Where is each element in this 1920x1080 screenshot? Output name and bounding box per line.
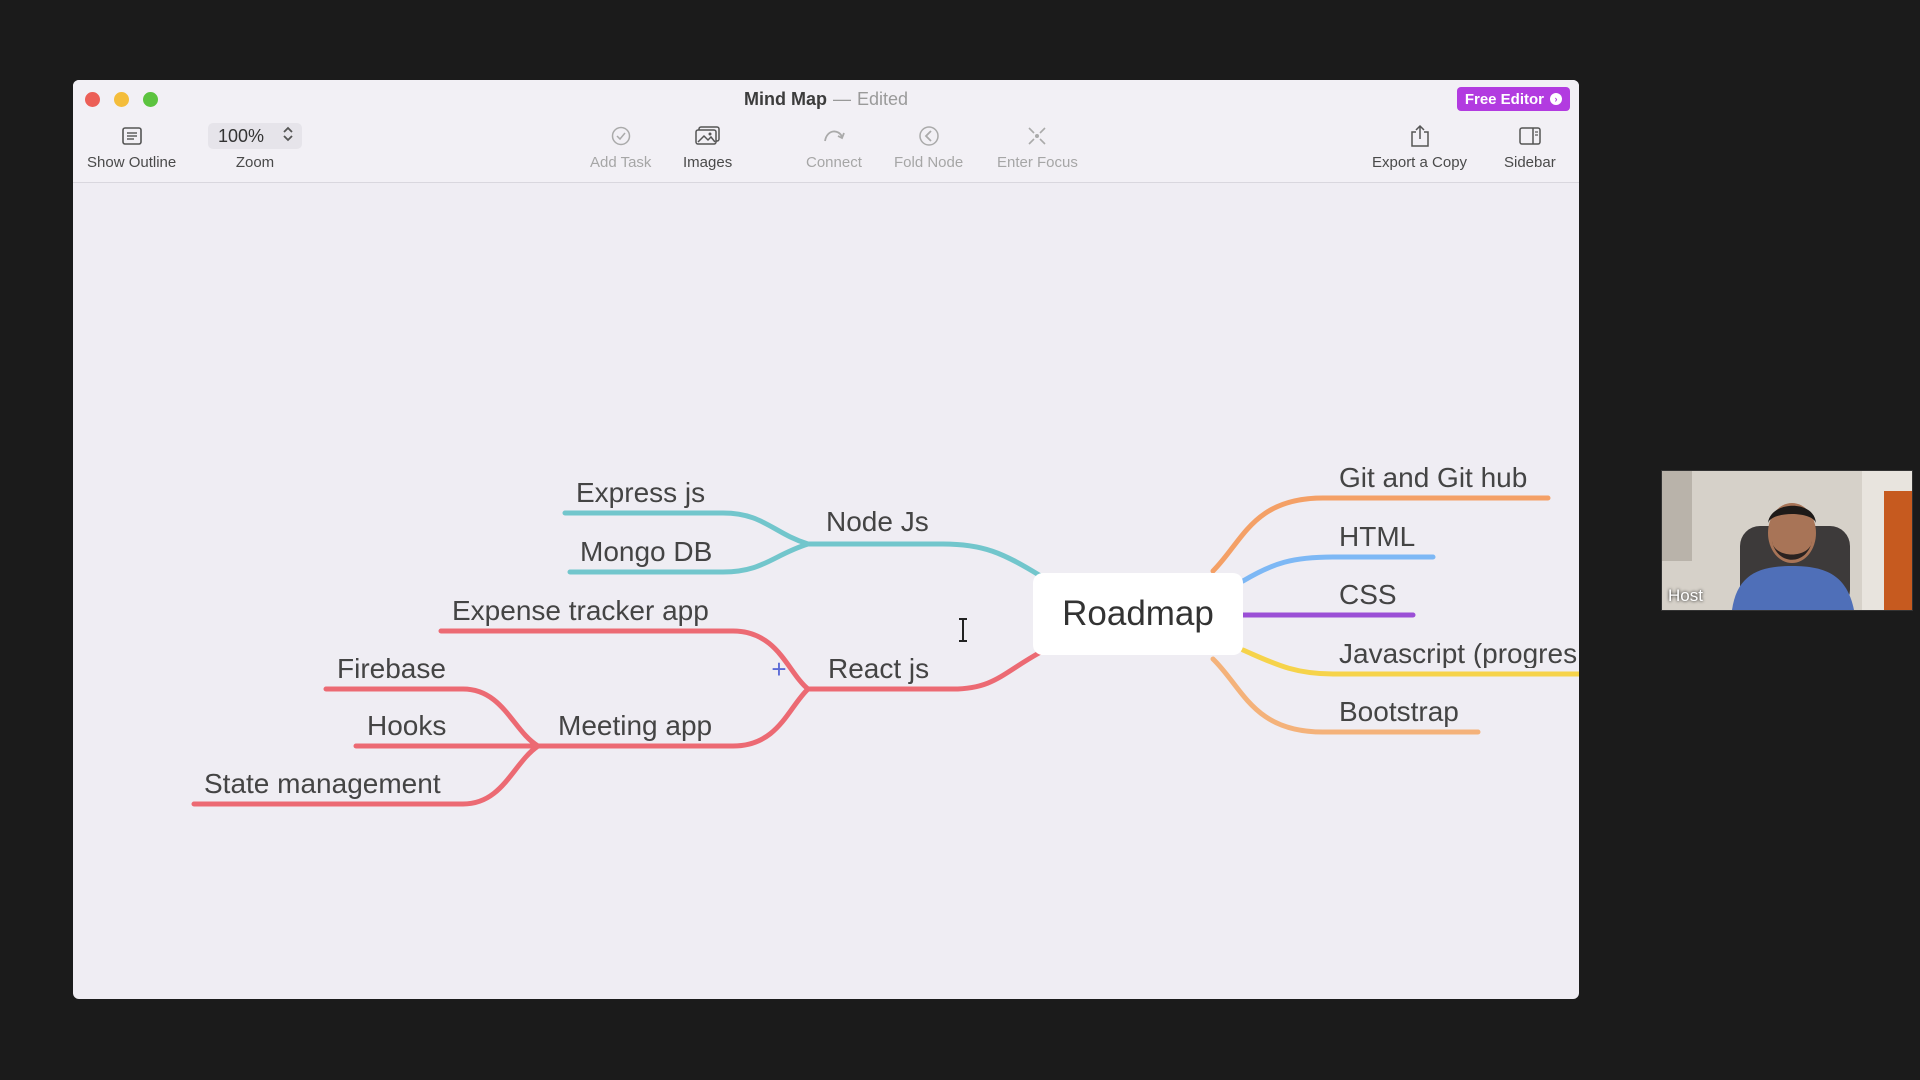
edge-node-js-mongo-db (567, 541, 811, 575)
node-html[interactable]: HTML (1339, 521, 1416, 552)
edge-root-git (1210, 495, 1551, 574)
zoom-stepper-icon[interactable] (282, 125, 294, 148)
node-firebase[interactable]: Firebase (337, 653, 446, 684)
enter-focus-icon (1026, 124, 1048, 148)
images-label: Images (683, 154, 733, 171)
toolbar: Mind Map—Edited Free Editor › Show Outli… (73, 80, 1579, 183)
edge-root-react-js (805, 650, 1042, 692)
show-outline-button[interactable]: Show Outline (87, 124, 176, 171)
node-meeting-app[interactable]: Meeting app (558, 710, 713, 741)
document-name: Mind Map (743, 89, 827, 109)
export-copy-label: Export a Copy (1372, 154, 1468, 171)
free-editor-button[interactable]: Free Editor › (1456, 87, 1570, 111)
add-task-icon (611, 124, 631, 148)
edge-root-bootstrap (1210, 656, 1481, 735)
edge-node-js-express-js (562, 510, 811, 547)
close-window-button[interactable] (85, 92, 100, 107)
window-title: Mind Map—Edited (73, 89, 1579, 110)
images-icon (694, 124, 721, 148)
sidebar-icon (1519, 124, 1541, 148)
fold-node-button[interactable]: Fold Node (894, 124, 963, 171)
sidebar-toggle-button[interactable]: Sidebar (1504, 124, 1556, 171)
edge-react-js-expense-tracker (438, 628, 811, 692)
node-hooks[interactable]: Hooks (367, 710, 447, 741)
enter-focus-label: Enter Focus (997, 154, 1078, 171)
add-task-button[interactable]: Add Task (590, 124, 651, 171)
fold-node-label: Fold Node (894, 154, 964, 171)
node-node-js[interactable]: Node Js (826, 506, 929, 537)
node-react-js[interactable]: React js (828, 653, 930, 684)
edge-meeting-app-state-management (191, 743, 541, 807)
plus-icon[interactable]: + (771, 654, 787, 684)
images-button[interactable]: Images (683, 124, 732, 171)
root-node-label: Roadmap (1062, 594, 1214, 633)
root-node[interactable]: Roadmap (1033, 573, 1243, 655)
node-express-js[interactable]: Express js (576, 477, 706, 508)
arrow-right-icon: › (1550, 93, 1562, 105)
node-bootstrap[interactable]: Bootstrap (1339, 696, 1459, 727)
edge-root-html (1240, 554, 1436, 584)
edge-root-node-js (805, 541, 1042, 578)
host-video-feed (1662, 471, 1912, 610)
node-state-management[interactable]: State management (204, 768, 441, 799)
free-editor-label: Free Editor (1464, 90, 1544, 108)
connect-icon (822, 124, 846, 148)
host-label: Host (1668, 586, 1703, 605)
node-expense-tracker-app[interactable]: Expense tracker app (452, 595, 709, 626)
connect-label: Connect (806, 154, 862, 171)
export-copy-button[interactable]: Export a Copy (1372, 124, 1467, 171)
title-separator: — (832, 89, 851, 109)
edge-react-js-meeting-app (535, 686, 811, 749)
connect-button[interactable]: Connect (806, 124, 862, 171)
zoom-label: Zoom (235, 154, 275, 171)
zoom-value: 100% (218, 125, 265, 146)
fold-node-icon (918, 124, 940, 148)
mindmap-canvas[interactable]: Express js Mongo DB Node Js Expense trac… (73, 183, 1579, 999)
node-css[interactable]: CSS (1339, 579, 1397, 610)
text-cursor-icon (958, 617, 968, 643)
host-webcam-overlay: Host (1661, 470, 1913, 611)
node-mongo-db[interactable]: Mongo DB (580, 536, 713, 567)
app-window: Mind Map—Edited Free Editor › Show Outli… (73, 80, 1579, 999)
zoom-stepper[interactable]: 100% (208, 123, 302, 149)
zoom-control[interactable]: 100% Zoom (208, 123, 302, 171)
node-git-and-git-hub[interactable]: Git and Git hub (1339, 462, 1528, 493)
maximize-window-button[interactable] (143, 92, 158, 107)
enter-focus-button[interactable]: Enter Focus (997, 124, 1078, 171)
edge-root-javascript (1240, 647, 1579, 677)
outline-icon (121, 124, 142, 148)
show-outline-label: Show Outline (87, 154, 177, 171)
sidebar-label: Sidebar (1504, 154, 1556, 171)
mindmap-connectors (191, 495, 1579, 807)
edge-meeting-app-firebase (323, 686, 541, 749)
minimize-window-button[interactable] (114, 92, 129, 107)
export-icon (1410, 124, 1430, 148)
node-javascript[interactable]: Javascript (progres (1339, 640, 1578, 668)
document-status: Edited (856, 89, 909, 109)
add-task-label: Add Task (590, 154, 652, 171)
